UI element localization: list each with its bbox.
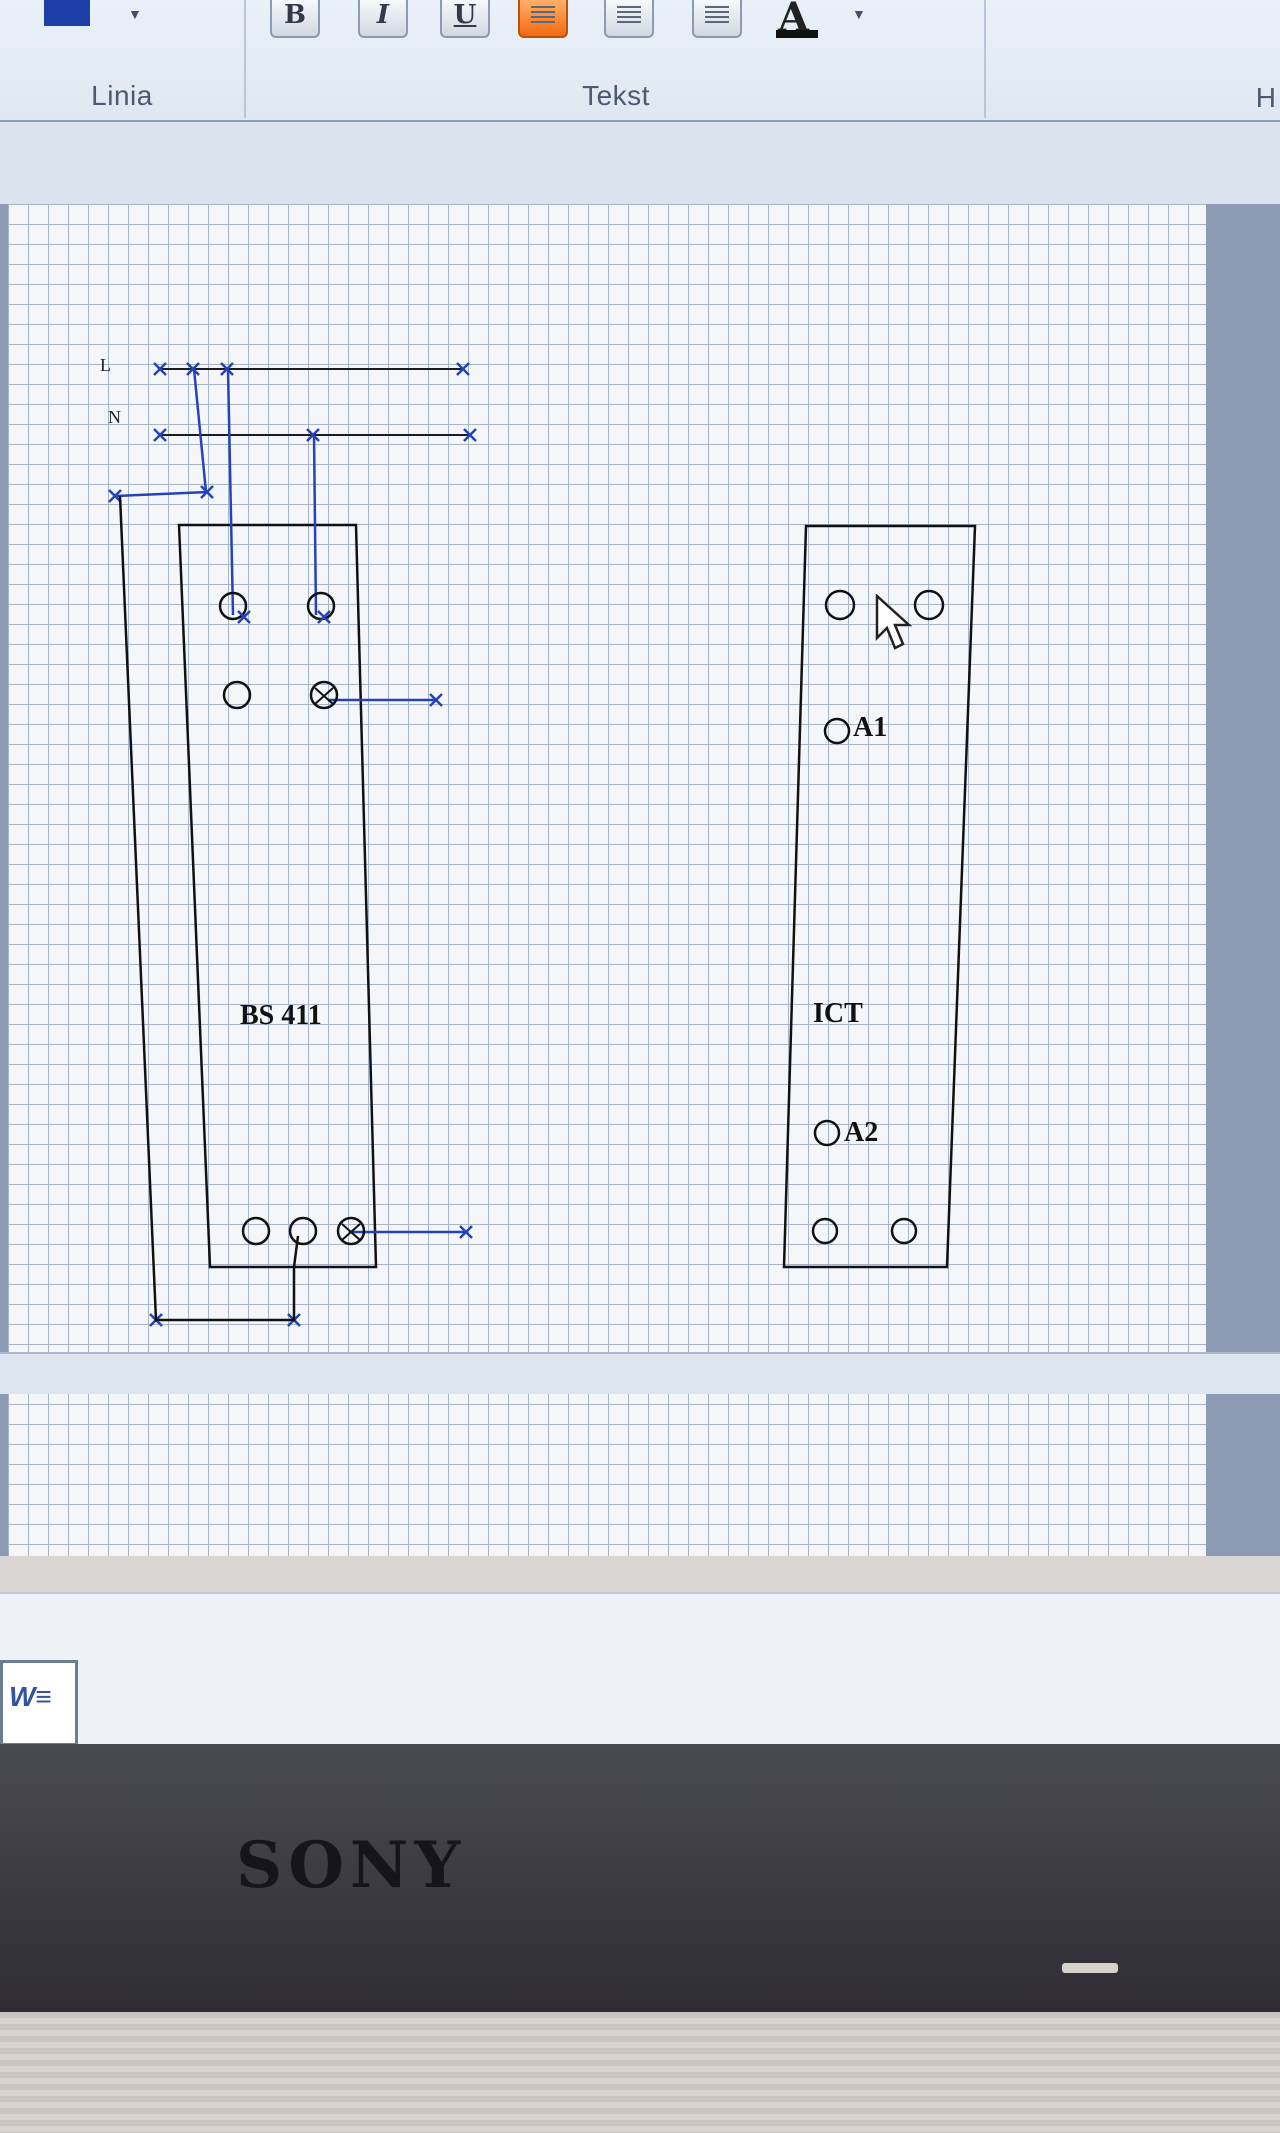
ict-block-outline[interactable] <box>782 524 977 1269</box>
align-right-button[interactable] <box>692 0 742 38</box>
align-left-button[interactable] <box>518 0 568 38</box>
align-left-icon <box>531 6 555 26</box>
ribbon-group-text: B I U Tekst <box>248 0 986 118</box>
brand-logo: SONY <box>236 1828 467 1903</box>
ribbon: ▼ Linia B I U Tekst A ▼ H <box>0 0 1280 122</box>
status-bar: W≡ <box>0 1592 1280 1746</box>
rail-l-label: L <box>100 355 111 375</box>
ribbon-group-line: ▼ Linia <box>0 0 246 118</box>
rail-n-label: N <box>108 407 121 427</box>
rails <box>160 368 470 436</box>
monitor-bezel: SONY <box>0 1744 1280 2012</box>
bs411-terminals <box>218 591 366 1246</box>
italic-button[interactable]: I <box>358 0 408 38</box>
line-color-swatch[interactable] <box>44 0 90 26</box>
word-logo-icon: W≡ <box>9 1681 52 1712</box>
terminal-a2-label: A2 <box>844 1117 878 1148</box>
page-bottom-strip <box>0 1352 1280 1394</box>
bs411-block-outline[interactable] <box>177 523 378 1269</box>
mouse-pointer-icon <box>875 594 913 650</box>
ribbon-group-label: H <box>1255 82 1276 113</box>
bold-button[interactable]: B <box>270 0 320 38</box>
ict-terminals <box>811 589 945 1245</box>
power-indicator <box>1062 1963 1118 1973</box>
font-color-bar <box>776 30 818 38</box>
wiring-diagram: L N <box>100 355 977 1327</box>
terminal-cross-marks <box>314 687 361 1241</box>
align-right-icon <box>705 6 729 26</box>
junction-marks <box>108 362 477 1327</box>
align-center-icon <box>617 6 641 26</box>
underline-button[interactable]: U <box>440 0 490 38</box>
chevron-down-icon[interactable]: ▼ <box>852 6 866 22</box>
drawing-page[interactable]: L N <box>8 204 1206 1556</box>
align-center-button[interactable] <box>604 0 654 38</box>
ribbon-group-label: Tekst <box>582 80 650 111</box>
wiring <box>114 368 466 1234</box>
ruler-strip <box>0 122 1280 204</box>
terminal-junctions <box>237 610 331 624</box>
document-icon[interactable]: W≡ <box>0 1660 78 1746</box>
chevron-down-icon[interactable]: ▼ <box>128 6 142 22</box>
desk-surface <box>0 2012 1280 2133</box>
workspace: L N <box>0 204 1280 1556</box>
return-wiring <box>118 495 300 1322</box>
bs411-label: BS 411 <box>240 1000 322 1031</box>
terminal-a1-label: A1 <box>853 712 887 743</box>
ribbon-group-label: Linia <box>91 80 153 111</box>
ict-label: ICT <box>813 998 863 1029</box>
